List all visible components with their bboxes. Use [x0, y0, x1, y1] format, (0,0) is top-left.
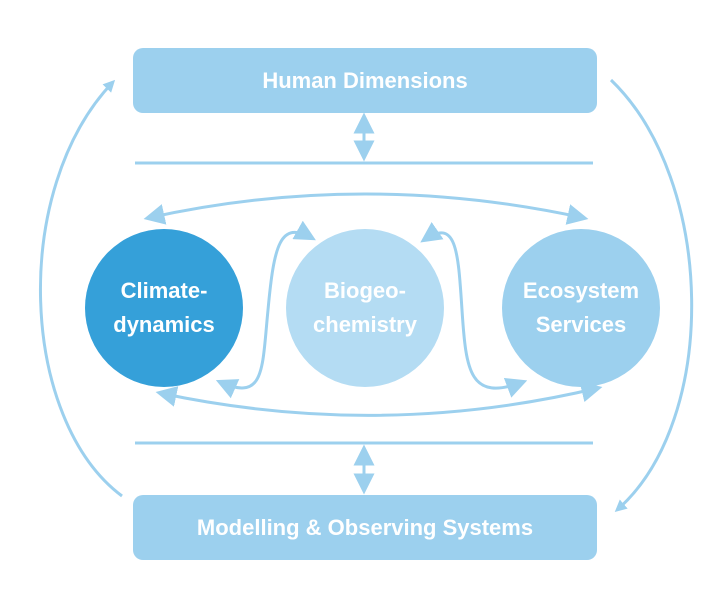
climate-bio-s-arrow: [215, 220, 316, 399]
bio-eco-s-arrow: [420, 222, 528, 398]
lower-arc-arrow: [155, 381, 603, 417]
human-dimensions-label: Human Dimensions: [262, 67, 468, 93]
ecosystem-services-label: Ecosystem Services: [522, 278, 640, 337]
modelling-observing-label: Modelling & Observing Systems: [196, 514, 534, 540]
climate-dynamics-label: Climate- dynamics: [113, 278, 215, 337]
human-dimensions-box: Human Dimensions: [133, 48, 597, 113]
climate-dynamics-node: Climate- dynamics: [85, 229, 243, 387]
outer-left-cycle-arrow: [38, 79, 123, 498]
biogeochemistry-label: Biogeo- chemistry: [313, 278, 417, 337]
upper-arc-arrow: [143, 192, 589, 225]
biogeochemistry-node: Biogeo- chemistry: [286, 229, 444, 387]
ecosystem-services-node: Ecosystem Services: [502, 229, 660, 387]
outer-right-cycle-arrow: [609, 78, 694, 512]
modelling-observing-box: Modelling & Observing Systems: [133, 495, 597, 560]
